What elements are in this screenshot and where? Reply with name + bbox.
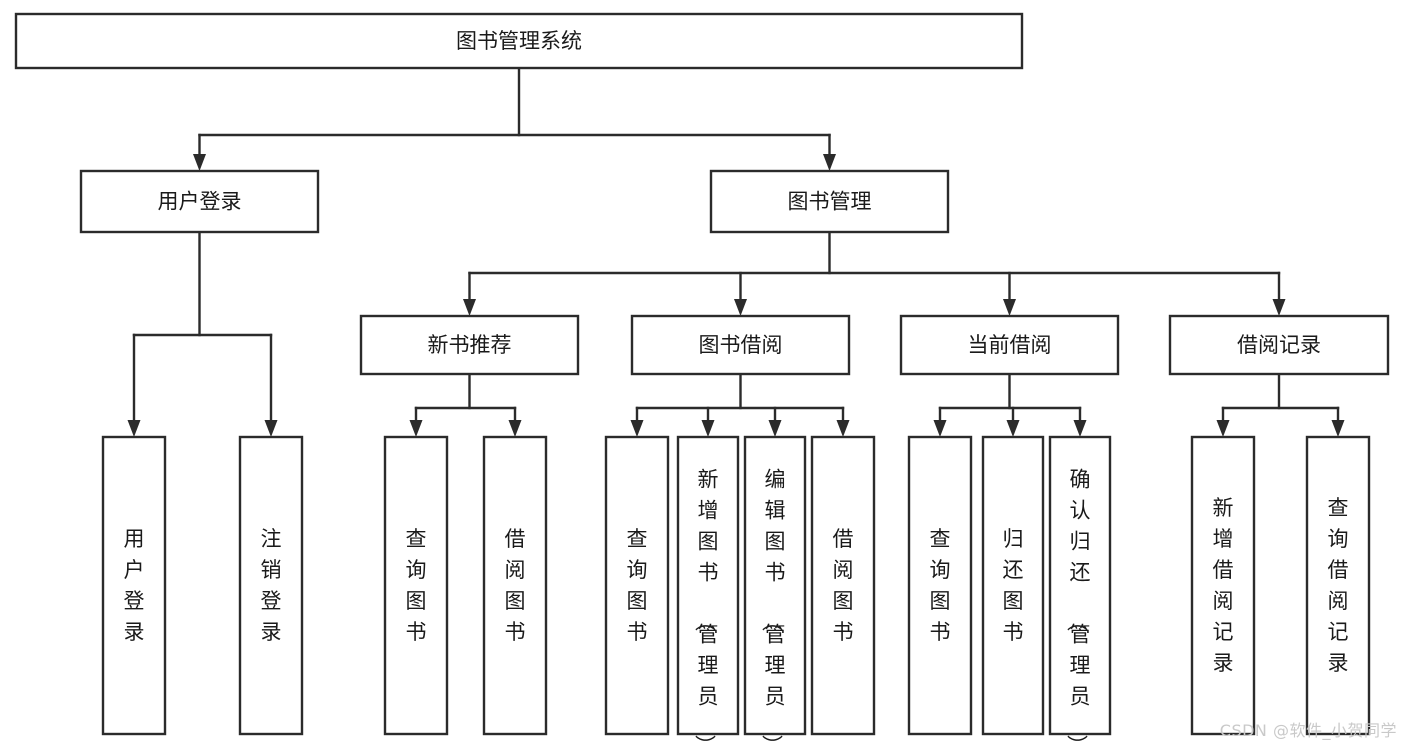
- arrow-head-icon: [1003, 299, 1016, 316]
- arrow-head-icon: [1331, 420, 1345, 437]
- node-leaf[interactable]: 查询图书: [907, 435, 973, 736]
- node-leaf[interactable]: 归还图书: [981, 435, 1045, 736]
- node-label: 查询图书: [930, 527, 951, 644]
- connector-layer: [127, 66, 1345, 437]
- node-level3[interactable]: 当前借阅: [899, 314, 1120, 376]
- node-root[interactable]: 图书管理系统: [14, 12, 1024, 70]
- node-rect: [482, 435, 548, 736]
- node-leaf[interactable]: 查询图书: [383, 435, 449, 736]
- node-rect: [383, 435, 449, 736]
- node-label: 借阅图书: [833, 527, 854, 644]
- node-rect: [1190, 435, 1256, 736]
- arrow-head-icon: [1006, 420, 1020, 437]
- node-label: 新增图书（管理员）: [693, 468, 719, 748]
- node-label: 用户登录: [124, 527, 145, 644]
- node-label: 新增借阅记录: [1213, 496, 1234, 675]
- node-label: 归还图书: [1003, 527, 1024, 644]
- node-leaf[interactable]: 确认归还（管理员）: [1048, 435, 1112, 751]
- arrow-head-icon: [933, 420, 947, 437]
- node-label: 查询图书: [406, 527, 427, 644]
- node-rect: [604, 435, 670, 736]
- node-leaf[interactable]: 编辑图书（管理员）: [743, 435, 807, 751]
- node-label: 查询图书: [627, 527, 648, 644]
- node-rect: [810, 435, 876, 736]
- node-label: 新书推荐: [428, 333, 512, 357]
- arrow-head-icon: [264, 420, 278, 437]
- node-rect: [359, 314, 580, 376]
- arrow-head-icon: [701, 420, 715, 437]
- node-rect: [676, 435, 740, 736]
- node-rect: [101, 435, 167, 736]
- arrow-head-icon: [1216, 420, 1230, 437]
- node-level3[interactable]: 新书推荐: [359, 314, 580, 376]
- arrow-head-icon: [823, 154, 836, 171]
- node-leaf[interactable]: 借阅图书: [482, 435, 548, 736]
- node-level2[interactable]: 图书管理: [709, 169, 950, 234]
- node-layer: 图书管理系统用户登录图书管理新书推荐图书借阅当前借阅借阅记录用户登录注销登录查询…: [14, 12, 1390, 751]
- node-rect: [899, 314, 1120, 376]
- node-label: 借阅记录: [1237, 333, 1321, 357]
- node-rect: [1168, 314, 1390, 376]
- node-level3[interactable]: 图书借阅: [630, 314, 851, 376]
- node-rect: [14, 12, 1024, 70]
- arrow-head-icon: [1272, 299, 1286, 316]
- arrow-head-icon: [127, 420, 141, 437]
- node-leaf[interactable]: 用户登录: [101, 435, 167, 736]
- node-rect: [743, 435, 807, 736]
- node-label: 图书借阅: [699, 333, 783, 357]
- node-leaf[interactable]: 借阅图书: [810, 435, 876, 736]
- arrow-head-icon: [409, 420, 423, 437]
- node-label: 编辑图书（管理员）: [760, 468, 786, 748]
- node-level3[interactable]: 借阅记录: [1168, 314, 1390, 376]
- node-rect: [1305, 435, 1371, 736]
- node-label: 图书管理系统: [456, 29, 582, 53]
- arrow-head-icon: [630, 420, 644, 437]
- csdn-watermark: CSDN @软件_小贺同学: [1219, 721, 1397, 740]
- arrow-head-icon: [1073, 420, 1087, 437]
- node-leaf[interactable]: 新增借阅记录: [1190, 435, 1256, 736]
- arrow-head-icon: [734, 299, 747, 316]
- node-rect: [709, 169, 950, 234]
- node-rect: [907, 435, 973, 736]
- node-rect: [79, 169, 320, 234]
- arrow-head-icon: [836, 420, 850, 437]
- node-leaf[interactable]: 新增图书（管理员）: [676, 435, 740, 751]
- arrow-head-icon: [193, 154, 206, 171]
- arrow-head-icon: [768, 420, 782, 437]
- node-rect: [981, 435, 1045, 736]
- arrow-head-icon: [463, 299, 476, 316]
- node-rect: [630, 314, 851, 376]
- node-label: 当前借阅: [968, 333, 1052, 357]
- node-level2[interactable]: 用户登录: [79, 169, 320, 234]
- node-rect: [1048, 435, 1112, 736]
- node-label: 借阅图书: [505, 527, 526, 644]
- node-leaf[interactable]: 注销登录: [238, 435, 304, 736]
- node-label: 图书管理: [788, 190, 872, 214]
- node-label: 用户登录: [158, 190, 242, 214]
- node-label: 注销登录: [261, 527, 282, 644]
- node-rect: [238, 435, 304, 736]
- node-label: 查询借阅记录: [1328, 496, 1349, 675]
- node-leaf[interactable]: 查询图书: [604, 435, 670, 736]
- node-leaf[interactable]: 查询借阅记录: [1305, 435, 1371, 736]
- arrow-head-icon: [508, 420, 522, 437]
